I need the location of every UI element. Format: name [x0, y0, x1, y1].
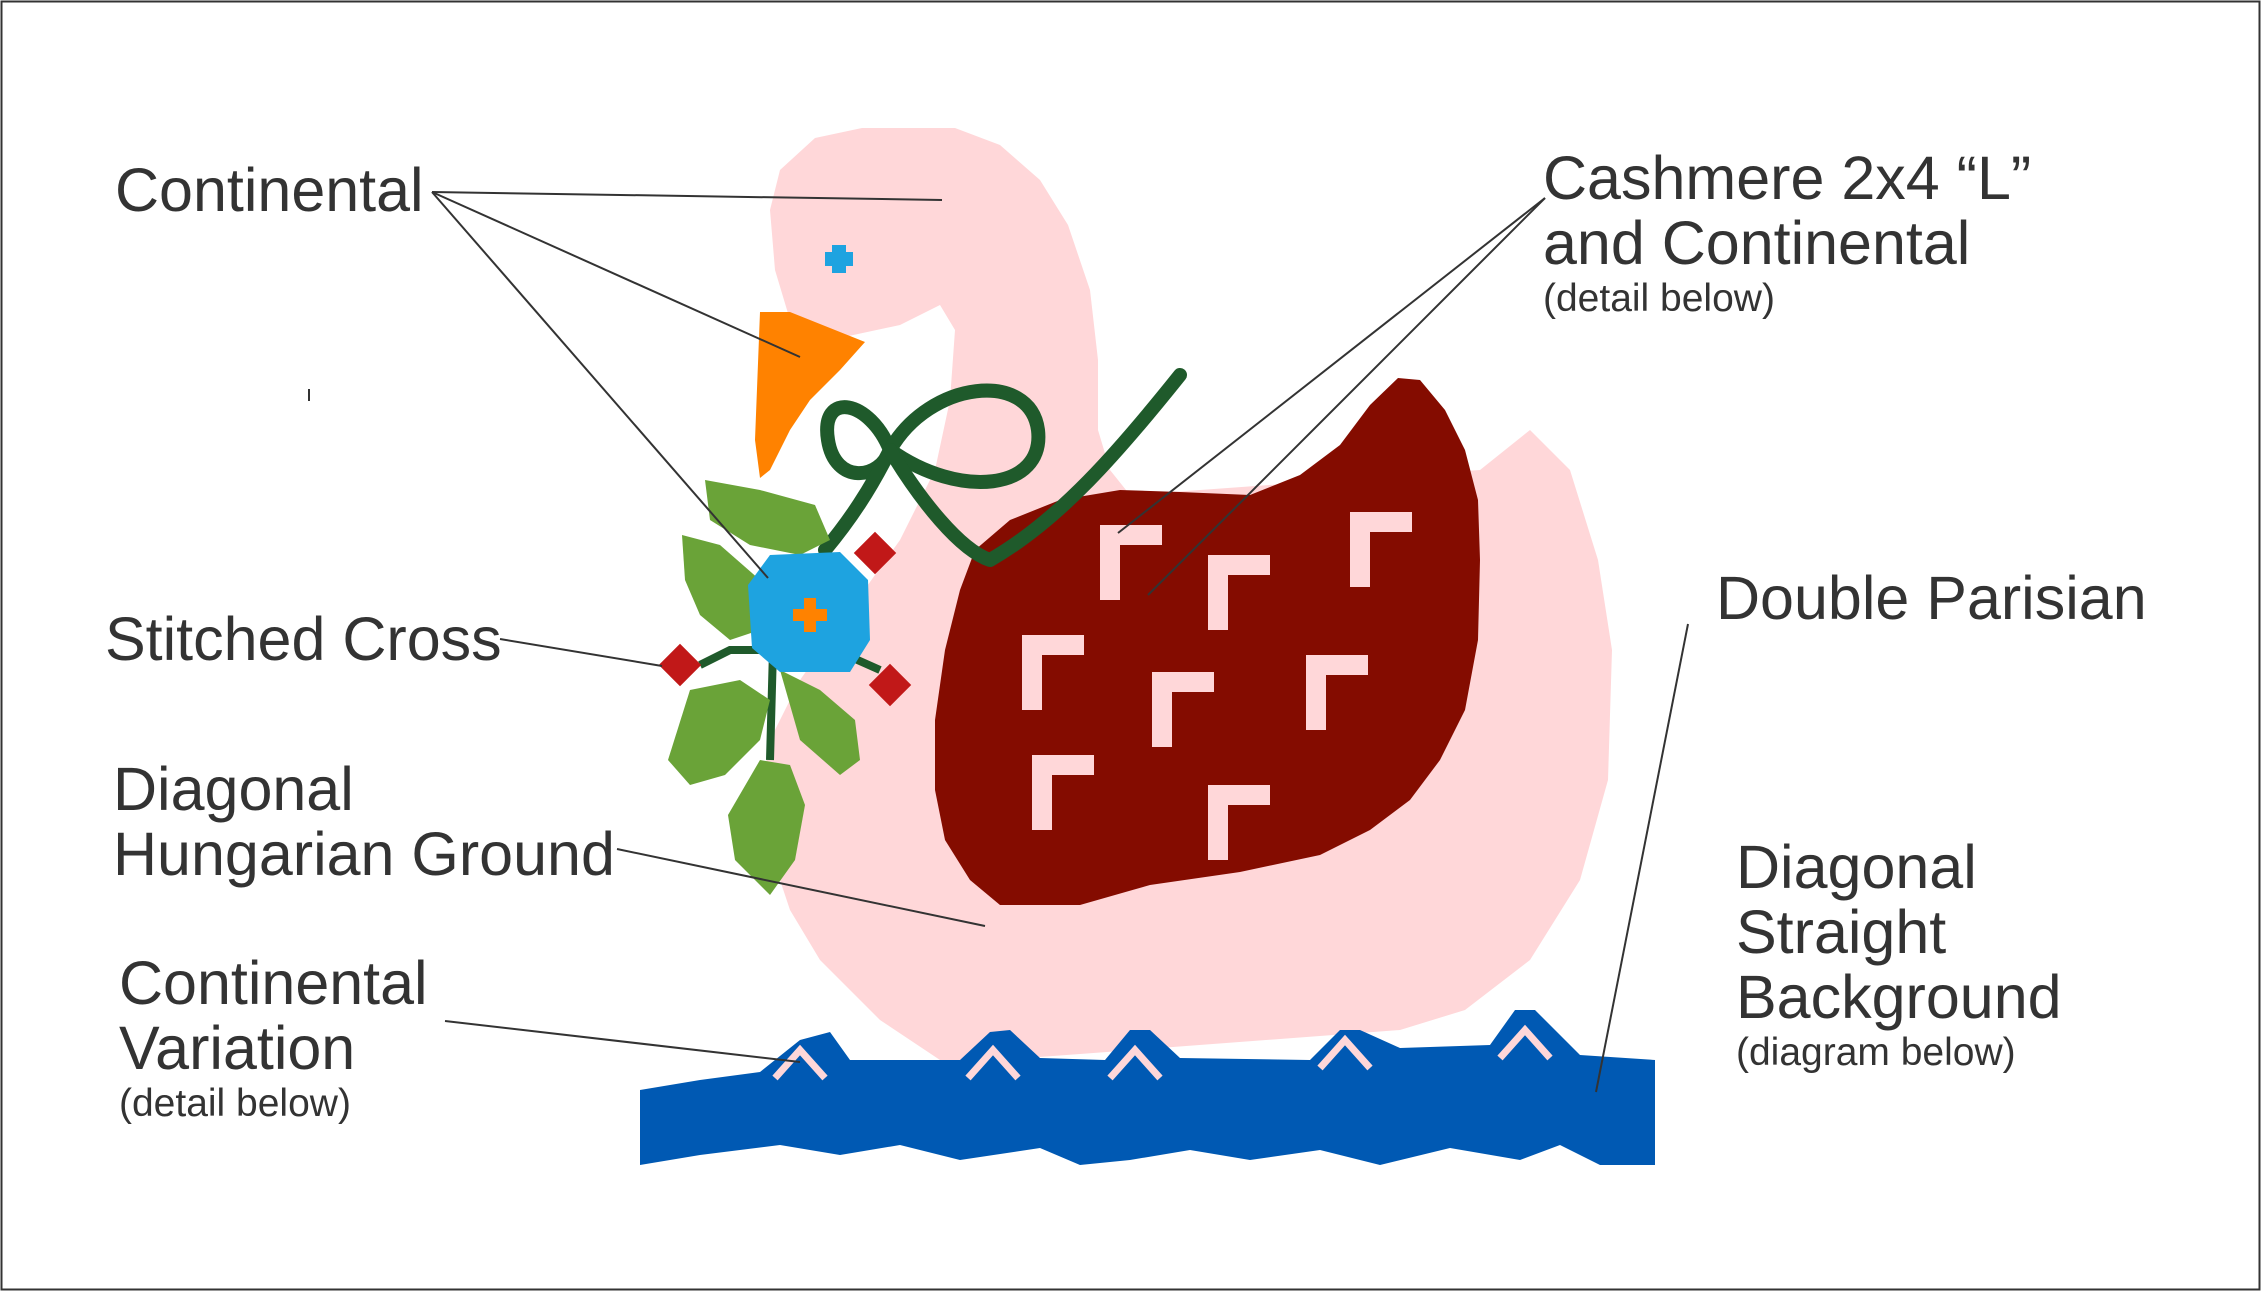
leaf: [780, 670, 860, 775]
label-continental-variation-note: (detail below): [119, 1082, 351, 1125]
label-continental: Continental: [115, 156, 424, 224]
label-cashmere-note: (detail below): [1543, 277, 1775, 320]
label-cashmere-line2: and Continental: [1543, 209, 1971, 277]
label-stitched-cross: Stitched Cross: [105, 605, 502, 673]
label-continental-variation-line1: Continental: [119, 949, 428, 1017]
label-cashmere: Cashmere 2x4 “L” and Continental (detail…: [1543, 146, 2031, 322]
leaf: [682, 535, 760, 640]
label-diagonal-straight-line3: Background: [1736, 963, 2062, 1031]
label-diagonal-hungarian-line2: Hungarian Ground: [113, 820, 615, 888]
wave-marks: [772, 1024, 1553, 1081]
label-continental-variation: Continental Variation (detail below): [119, 951, 428, 1127]
label-diagonal-straight-line1: Diagonal: [1736, 833, 1977, 901]
label-diagonal-hungarian: Diagonal Hungarian Ground: [113, 757, 615, 887]
label-diagonal-straight: Diagonal Straight Background (diagram be…: [1736, 835, 2062, 1076]
label-cashmere-line1: Cashmere 2x4 “L”: [1543, 144, 2032, 212]
basket-l-marks: [1022, 512, 1412, 860]
label-diagonal-hungarian-line1: Diagonal: [113, 755, 354, 823]
swan-beak: [755, 312, 865, 478]
swan-eye: [825, 245, 853, 273]
label-diagonal-straight-note: (diagram below): [1736, 1031, 2016, 1074]
flower-center: [793, 598, 827, 632]
leaf: [728, 760, 805, 895]
label-continental-variation-line2: Variation: [119, 1014, 356, 1082]
swan-needlepoint-artwork: [640, 128, 1655, 1165]
leaf: [705, 480, 830, 555]
leader-lines: [308, 191, 1689, 1093]
leaf: [668, 680, 770, 785]
label-double-parisian: Double Parisian: [1716, 564, 2147, 632]
label-diagonal-straight-line2: Straight: [1736, 898, 1947, 966]
flower-sprig: [658, 480, 912, 895]
water: [640, 1010, 1655, 1165]
ribbon-bow: [818, 368, 1187, 567]
